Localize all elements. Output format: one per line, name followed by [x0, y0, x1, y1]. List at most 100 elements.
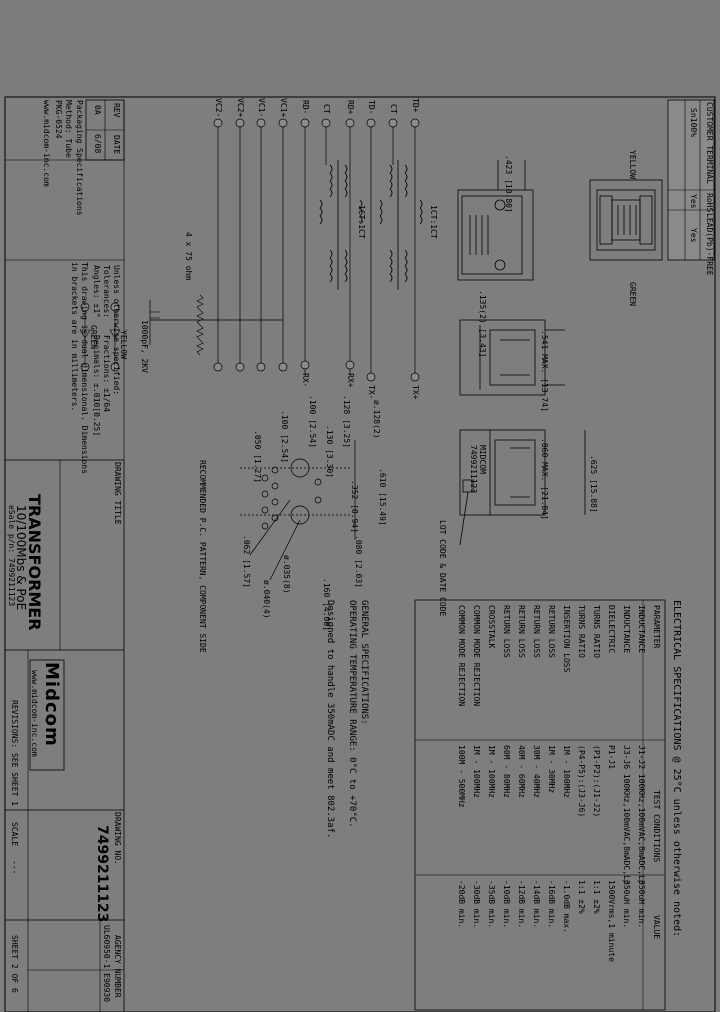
drawing-sheet	[0, 97, 720, 1012]
elec-cell-12-0: COMMON MODE REJECTION	[457, 605, 466, 707]
elec-cell-6-0: RETURN LOSS	[547, 605, 556, 658]
dim-625: .625 [15.88]	[589, 455, 598, 513]
dim-860: .860 MAX. [21.84]	[540, 438, 549, 520]
pcb-dim-610: .610 [15.49]	[378, 468, 387, 526]
elec-cell-3-1: (P1-P2):(J1-J2)	[592, 745, 601, 818]
pin-vc1-plus: VC1+	[279, 98, 288, 118]
pin-vc2-plus: VC2+	[236, 98, 245, 118]
pcb-dim-100a: .100 [2.54]	[280, 410, 289, 463]
pcb-dim-352: .352 [8.94]	[350, 480, 359, 533]
elec-cell-6-1: 1M - 30MHz	[547, 745, 556, 794]
pin-rd-plus: RD+	[346, 100, 355, 115]
elec-header-test: TEST CONDITIONS	[652, 790, 661, 863]
resistor-note: 4 x 75 ohm	[184, 232, 193, 281]
general-spec-title: GENERAL SPECIFICATIONS:	[359, 600, 369, 725]
cap-note: 1000pF, 2KV	[140, 320, 149, 373]
elec-cell-10-0: CROSSTALK	[487, 605, 496, 649]
elec-cell-1-0: INDUCTANCE	[622, 605, 631, 654]
pin-tx-minus: TX-	[367, 385, 376, 400]
elec-cell-9-1: 60M - 80MHz	[502, 745, 511, 798]
general-spec-line-1: OPERATING TEMPERATURE RANGE: 0°C to +70°…	[347, 600, 357, 828]
elec-cell-0-2: 350uH min.	[637, 880, 646, 929]
pin-td-minus: TD-	[367, 100, 376, 115]
tolerance-line-5: Decimals: ±.010[0.25]	[92, 335, 101, 437]
pcb-dim-128: .128 [3.25]	[342, 395, 351, 448]
sheet-number: SHEET 2 OF 6	[10, 935, 19, 993]
led-green-label: GREEN	[89, 325, 98, 350]
elec-cell-11-2: -30dB min.	[472, 880, 481, 929]
elec-cell-1-1: J3-J6 100KHz,100mVAC,8mADC,Lp	[622, 745, 631, 885]
elec-cell-4-2: 1:1 ±2%	[577, 880, 586, 914]
elec-cell-7-1: 30M - 40MHz	[532, 745, 541, 798]
tolerance-line-3: Angles: ±1°	[92, 265, 101, 318]
pin-rd-minus: RD-	[301, 100, 310, 115]
elec-spec-title: ELECTRICAL SPECIFICATIONS @ 25°C unless …	[671, 600, 682, 938]
pin-tx-plus: TX+	[411, 385, 420, 400]
elec-cell-3-2: 1:1 ±2%	[592, 880, 601, 914]
elec-cell-5-2: -1.0dB max.	[562, 880, 571, 933]
company-url: www.midcom-inc.com	[30, 670, 39, 757]
dim-135: .135(2) [3.43]	[478, 290, 487, 358]
elec-header-parameter: PARAMETER	[652, 605, 661, 649]
elec-cell-10-1: 1M - 100MHz	[487, 745, 496, 798]
pcb-hole-035: ø.035(8)	[282, 555, 291, 594]
drawing-subtitle: 10/100Mbs & PoE	[14, 505, 28, 611]
pcb-pattern-title: RECOMMENDED P.C. PATTERN, COMPONENT SIDE	[198, 460, 207, 653]
elec-cell-8-0: RETURN LOSS	[517, 605, 526, 658]
general-spec-line-2: Designed to handle 350mADC and meet 802.…	[325, 600, 335, 839]
elec-cell-7-2: -14dB min.	[532, 880, 541, 929]
pcb-dim-080: .080 [2.03]	[354, 535, 363, 588]
elec-cell-7-0: RETURN LOSS	[532, 605, 541, 658]
rev-value: 0A	[93, 105, 102, 115]
pcb-hole-040: ø.040(4)	[262, 580, 271, 619]
lot-code-note: LOT CODE & DATE CODE	[438, 520, 447, 617]
leadfree-label: LEAD(Pb)-FREE	[705, 213, 714, 276]
pin-ct-2: CT	[322, 104, 331, 114]
tolerance-line-7: in brackets are in millimeters.	[70, 262, 79, 412]
scale-value: ---	[10, 860, 19, 875]
elec-cell-9-0: RETURN LOSS	[502, 605, 511, 658]
elec-cell-9-2: -10dB min.	[502, 880, 511, 929]
esale-pn: eSale p/n: 7499211123	[7, 505, 16, 607]
pin-ct-1: CT	[389, 104, 398, 114]
customer-table-material: Sn100%	[689, 108, 698, 137]
dim-423: .423 [10.80]	[504, 155, 513, 213]
rev-header: REV	[112, 103, 121, 118]
elec-cell-6-2: -16dB min.	[547, 880, 556, 929]
marking-midcom: MIDCOM	[478, 445, 487, 474]
drawing-no-label: DRAWING NO.	[113, 812, 122, 865]
led-yellow-label: YELLOW	[119, 330, 128, 359]
elec-cell-1-2: 350uH min.	[622, 880, 631, 929]
drawing-title-label: DRAWING TITLE	[113, 462, 122, 525]
dim-541: .541 MAX. [13.74]	[540, 330, 549, 412]
elec-cell-8-2: -12dB min.	[517, 880, 526, 929]
company-logo: Midcom	[41, 662, 62, 747]
packaging-title: Packaging Specifications	[75, 100, 84, 216]
elec-cell-11-1: 1M - 100MHz	[472, 745, 481, 798]
pcb-dim-130: .130 [3.30]	[325, 425, 334, 478]
elec-cell-2-1: P1-J1	[607, 745, 616, 770]
elec-cell-0-1: J1-J2 100KHz,100mVAC,8mADC,Lp	[637, 745, 646, 885]
date-value: 6/08	[93, 134, 102, 154]
elec-cell-5-1: 1M - 100MHz	[562, 745, 571, 798]
date-header: DATE	[112, 135, 121, 155]
elec-cell-5-0: INSERTION LOSS	[562, 605, 571, 673]
website: www.midcom-inc.com	[42, 100, 51, 187]
elec-cell-10-2: -35dB min.	[487, 880, 496, 929]
elec-cell-0-0: INDUCTANCE	[637, 605, 646, 654]
packaging-pkg: PKG-0524	[54, 100, 63, 139]
elec-cell-2-0: DIELECTRIC	[607, 605, 616, 654]
tolerance-line-2: Tolerances:	[102, 265, 111, 318]
xfmr-label-1: 1CT:1CT	[429, 205, 438, 239]
elec-cell-11-0: COMMON MODE REJECTION	[472, 605, 481, 707]
agency-value: UL60950-1 E90930	[102, 925, 111, 1003]
agency-label: AGENCY NUMBER	[113, 935, 122, 998]
revisions-note: REVISIONS: SEE SHEET 1	[10, 700, 19, 806]
elec-cell-4-0: TURNS RATIO	[577, 605, 586, 658]
pcb-dim-160: .160 [4.06]	[322, 578, 331, 631]
tolerance-line-6: This drawing is dual dimensional. Dimens…	[80, 262, 89, 474]
elec-cell-3-0: TURNS RATIO	[592, 605, 601, 658]
customer-table-header: CUSTOMER TERMINAL	[705, 102, 714, 184]
packaging-method: Method: Tube	[64, 100, 73, 158]
